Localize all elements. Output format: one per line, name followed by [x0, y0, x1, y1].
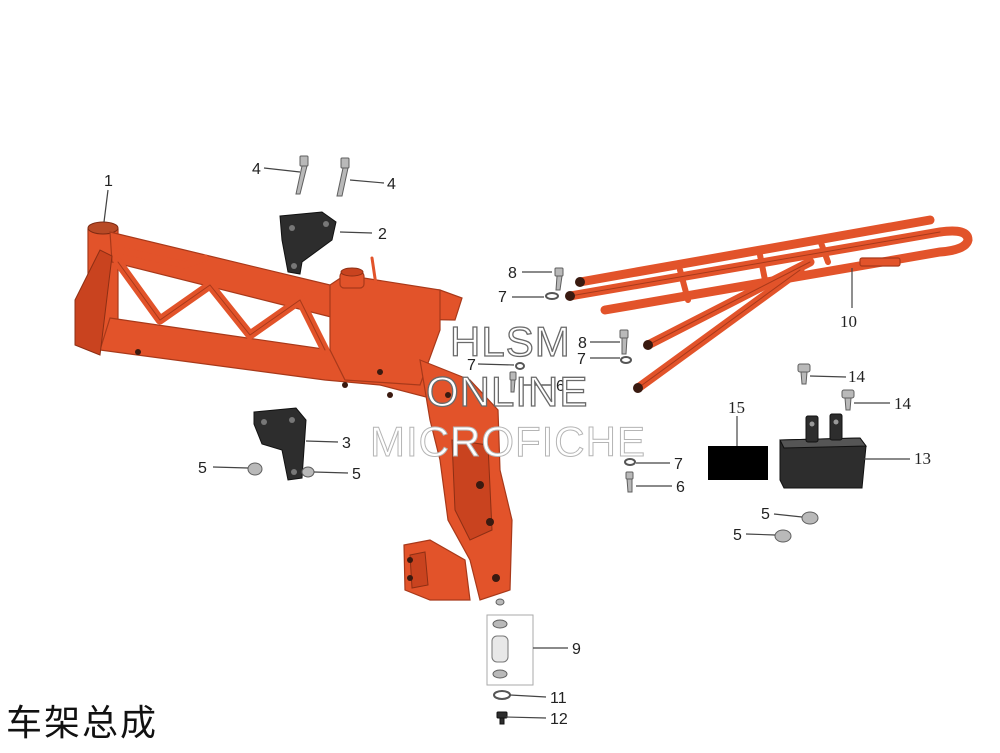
washer-7-upper: [545, 292, 559, 300]
watermark-line-3: MICROFICHE: [370, 418, 646, 466]
washer-7-middle: [620, 356, 632, 364]
bolt-14-lower: [841, 389, 855, 411]
bolt-6-center: [509, 371, 517, 393]
nut-5-left: [247, 462, 263, 476]
callout-9: 9: [572, 641, 581, 658]
callout-8-upper: 8: [508, 265, 517, 282]
upper-engine-mount-bracket: [279, 211, 337, 275]
rear-subframe: [565, 215, 973, 393]
diagram-title: 车架总成: [6, 703, 159, 744]
bolt-6-lower: [625, 471, 634, 493]
callout-15: 15: [728, 398, 745, 417]
callout-12: 12: [550, 711, 568, 728]
callouts: 1 4 4 2 3 5 5 8 7 8 7 7 6 7 6 10 14 14 1…: [104, 161, 931, 728]
callout-14-lower: 14: [894, 394, 912, 413]
callout-14-upper: 14: [848, 367, 866, 386]
washer-7-lower: [624, 458, 636, 466]
nut-5-right-upper: [801, 511, 819, 525]
bolt-8-upper: [554, 267, 564, 291]
callout-4-left: 4: [252, 161, 261, 178]
callout-5-right-upper: 5: [761, 506, 770, 523]
bolt-4-left: [295, 155, 309, 195]
nut-5-center: [301, 466, 315, 478]
callout-11: 11: [550, 690, 567, 707]
callout-3: 3: [342, 435, 351, 452]
callout-7-upper: 7: [498, 289, 507, 306]
lower-engine-mount-bracket: [253, 407, 307, 481]
watermark-line-1: HLSM: [449, 317, 571, 365]
washer-11: [493, 690, 511, 700]
bolt-8-middle: [619, 329, 629, 355]
nut-5-right-lower: [774, 529, 792, 543]
callout-7-middle: 7: [577, 351, 586, 368]
callout-13: 13: [914, 449, 931, 468]
bolt-12: [496, 711, 508, 725]
watermark-line-2: ONLINE: [425, 367, 589, 415]
bolt-14-upper: [797, 363, 811, 385]
callout-5-center: 5: [352, 466, 361, 483]
frame-truss: [113, 246, 330, 355]
battery-pad: [708, 446, 768, 480]
callout-1: 1: [104, 173, 113, 190]
main-frame: [74, 221, 513, 601]
callout-5-right-lower: 5: [733, 527, 742, 544]
pivot-bushing-set: [486, 598, 534, 686]
callout-2: 2: [378, 226, 387, 243]
bolt-4-right: [336, 157, 350, 197]
battery-box: [779, 413, 867, 489]
callout-6-center: 6: [556, 378, 565, 395]
leader-lines: [103, 167, 910, 719]
washer-7-center: [515, 362, 525, 370]
callout-5-left: 5: [198, 460, 207, 477]
callout-8-middle: 8: [578, 335, 587, 352]
callout-4-right: 4: [387, 176, 396, 193]
callout-10: 10: [840, 312, 857, 331]
callout-6-lower: 6: [676, 479, 685, 496]
callout-7-center: 7: [467, 357, 476, 374]
callout-7-lower: 7: [674, 456, 683, 473]
